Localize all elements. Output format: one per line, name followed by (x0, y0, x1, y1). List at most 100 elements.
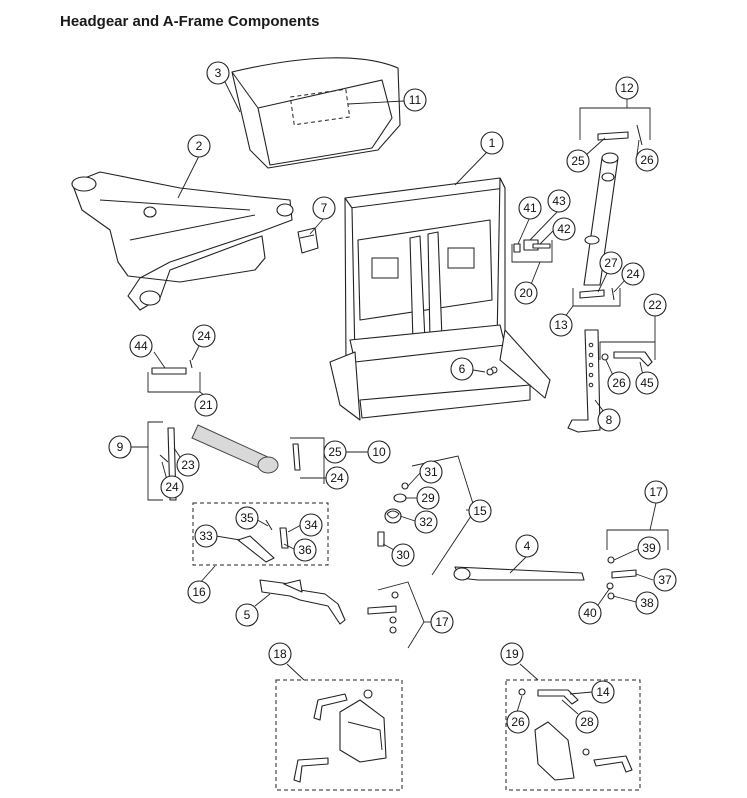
callout-23: 23 (176, 453, 200, 477)
callout-24-d: 24 (621, 262, 645, 286)
part-3-cover (231, 57, 401, 169)
svg-text:39: 39 (642, 541, 656, 555)
svg-text:14: 14 (596, 685, 610, 699)
callout-38: 38 (635, 591, 659, 615)
callout-17-right: 17 (644, 480, 668, 504)
part-18-assembly (293, 689, 387, 783)
svg-text:17: 17 (435, 615, 449, 629)
callout-28: 28 (575, 710, 599, 734)
part-1-main-frame (329, 177, 551, 421)
svg-text:23: 23 (181, 458, 195, 472)
callout-29: 29 (416, 486, 440, 510)
callout-34: 34 (299, 513, 323, 537)
part-4-link (453, 566, 585, 581)
part-2-a-frame (71, 171, 294, 311)
svg-text:17: 17 (649, 485, 663, 499)
part-5-pedal-arm (259, 579, 346, 625)
svg-text:25: 25 (328, 445, 342, 459)
svg-text:11: 11 (409, 93, 422, 107)
svg-text:26: 26 (511, 715, 525, 729)
part-16-hardware (237, 519, 289, 563)
callout-11: 11 (403, 88, 427, 112)
part-19-assembly (518, 688, 633, 781)
page-title: Headgear and A-Frame Components (60, 13, 320, 30)
callout-37: 37 (653, 568, 677, 592)
callout-9: 9 (108, 435, 132, 459)
svg-text:18: 18 (273, 647, 287, 661)
callout-5: 5 (235, 603, 259, 627)
callout-40: 40 (578, 601, 602, 625)
callout-33: 33 (194, 524, 218, 548)
part-6-bolt (486, 368, 494, 376)
callout-39: 39 (637, 536, 661, 560)
svg-text:37: 37 (658, 573, 672, 587)
svg-text:32: 32 (419, 515, 433, 529)
callout-35: 35 (235, 506, 259, 530)
svg-text:21: 21 (199, 398, 213, 412)
part-17-lower (367, 591, 399, 634)
svg-text:13: 13 (554, 318, 568, 332)
callout-26-b: 26 (607, 371, 631, 395)
callout-14: 14 (591, 680, 615, 704)
callout-7: 7 (312, 196, 336, 220)
callout-16: 16 (187, 580, 211, 604)
svg-text:24: 24 (626, 267, 640, 281)
part-44-pin (151, 359, 193, 375)
svg-text:43: 43 (552, 194, 566, 208)
callout-4: 4 (515, 534, 539, 558)
callout-27: 27 (599, 251, 623, 275)
callout-2: 2 (187, 134, 211, 158)
svg-text:2: 2 (196, 139, 203, 153)
svg-text:10: 10 (372, 445, 386, 459)
part-45-bent-pin (601, 351, 653, 367)
svg-text:42: 42 (557, 222, 571, 236)
callout-1: 1 (480, 131, 504, 155)
svg-text:25: 25 (571, 154, 585, 168)
callout-17-lower: 17 (430, 610, 454, 634)
callout-24-a: 24 (192, 324, 216, 348)
callout-26-c: 26 (506, 710, 530, 734)
group-brackets (130, 88, 669, 791)
callout-44: 44 (129, 334, 153, 358)
part-8-strap (567, 329, 601, 433)
svg-text:20: 20 (519, 286, 533, 300)
callout-21: 21 (194, 393, 218, 417)
svg-text:36: 36 (298, 543, 312, 557)
svg-text:26: 26 (640, 153, 654, 167)
svg-text:38: 38 (640, 596, 654, 610)
svg-text:26: 26 (612, 376, 626, 390)
part-25-pin (292, 443, 322, 479)
svg-text:27: 27 (604, 256, 618, 270)
callout-24-b: 24 (160, 475, 184, 499)
svg-text:9: 9 (117, 440, 124, 454)
svg-text:35: 35 (240, 511, 254, 525)
svg-text:29: 29 (421, 491, 435, 505)
callout-18: 18 (268, 642, 292, 666)
svg-text:3: 3 (215, 66, 222, 80)
callout-42: 42 (552, 217, 576, 241)
cylinder-ghost (191, 424, 279, 474)
svg-text:40: 40 (583, 606, 597, 620)
callout-15: 15 (468, 499, 492, 523)
svg-text:4: 4 (524, 539, 531, 553)
svg-text:12: 12 (620, 81, 634, 95)
callout-8: 8 (597, 408, 621, 432)
part-13-upright (579, 124, 643, 301)
callout-12: 12 (615, 76, 639, 100)
callout-32: 32 (414, 510, 438, 534)
svg-text:7: 7 (321, 201, 328, 215)
svg-text:22: 22 (648, 298, 662, 312)
callout-43: 43 (547, 189, 571, 213)
svg-text:41: 41 (523, 201, 537, 215)
svg-text:15: 15 (473, 504, 487, 518)
svg-text:24: 24 (197, 329, 211, 343)
svg-text:19: 19 (505, 647, 519, 661)
callout-22: 22 (643, 293, 667, 317)
callout-25-b: 25 (566, 149, 590, 173)
svg-text:6: 6 (459, 362, 466, 376)
svg-text:34: 34 (304, 518, 318, 532)
callout-6: 6 (450, 357, 474, 381)
svg-text:24: 24 (330, 471, 344, 485)
callout-13: 13 (549, 313, 573, 337)
callout-20: 20 (514, 281, 538, 305)
